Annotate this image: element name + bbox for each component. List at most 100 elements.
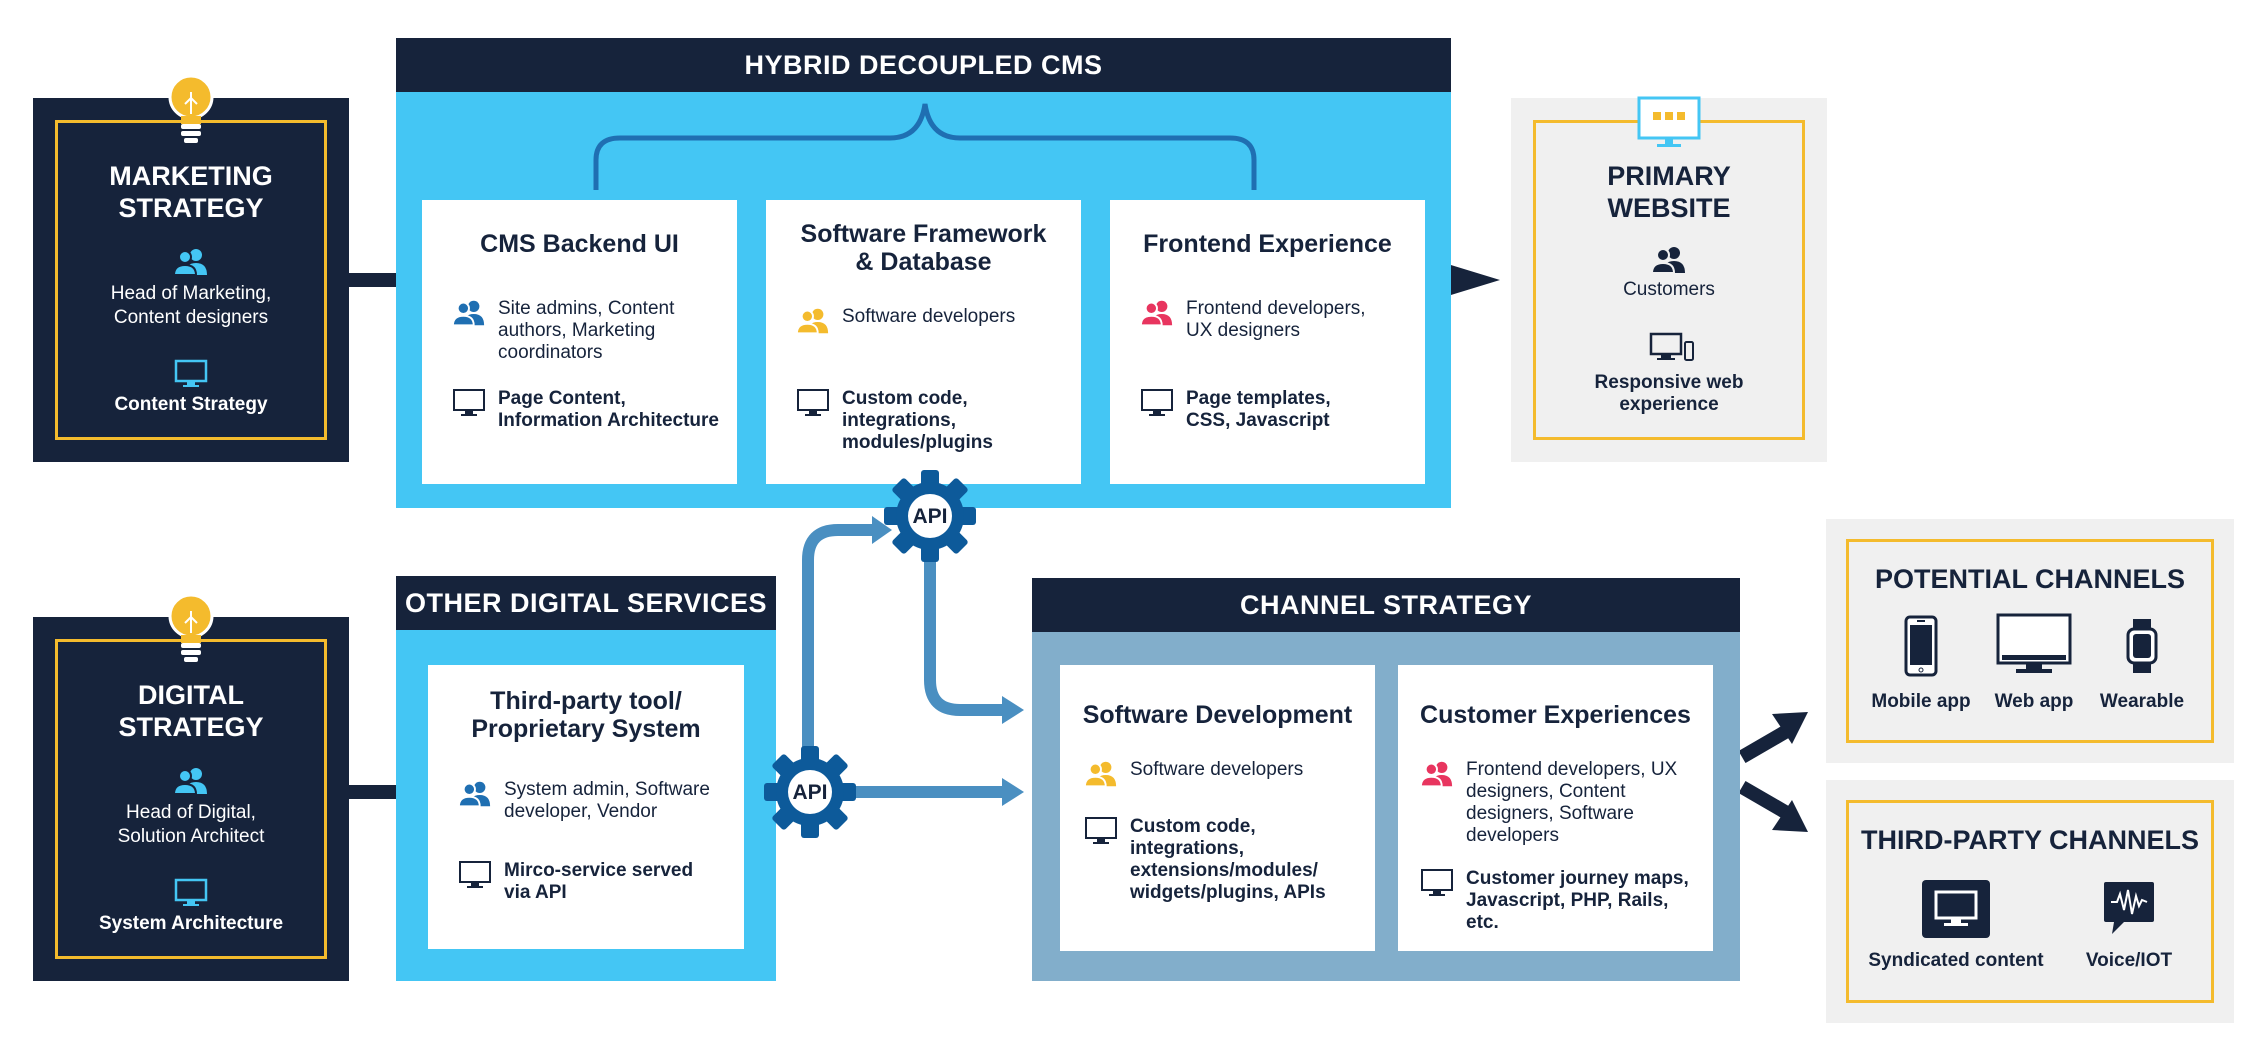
card-people-row: System admin, Software developer, Vendor xyxy=(457,779,728,823)
primary-website-panel: PRIMARY WEBSITE Customers Responsive web… xyxy=(1511,98,1827,462)
monitor-icon xyxy=(1421,869,1453,896)
people-icon xyxy=(1650,247,1685,274)
third-party-tool-card: Third-party tool/ Proprietary System Sys… xyxy=(428,665,744,949)
api-label: API xyxy=(792,781,828,804)
channel-strategy-title: CHANNEL STRATEGY xyxy=(1032,578,1740,632)
marketing-strategy-title: MARKETING STRATEGY xyxy=(109,161,273,223)
card-people-text: Frontend developers, UX designers xyxy=(1186,298,1366,341)
channel-arrow-up-line xyxy=(1738,721,1796,764)
frontend-experience-card: Frontend Experience Frontend developers,… xyxy=(1110,200,1425,484)
card-people-row: Site admins, Content authors, Marketing … xyxy=(451,298,722,364)
gear-icon xyxy=(884,470,976,562)
card-people-text: Site admins, Content authors, Marketing … xyxy=(498,298,675,363)
card-people-row: Software developers xyxy=(1083,759,1364,789)
monitor-icon xyxy=(459,861,491,888)
potential-channel-label: Mobile app xyxy=(1871,691,1971,712)
card-deliverable-text: Mirco-service served via API xyxy=(504,860,694,903)
grouping-brace xyxy=(593,103,1257,190)
voice-icon xyxy=(2104,882,2154,934)
software-framework-card: Software Framework & Database Software d… xyxy=(766,200,1081,484)
card-people-row: Frontend developers, UX designers, Conte… xyxy=(1419,759,1705,847)
card-deliverable-text: Page Content, Information Architecture xyxy=(498,388,719,431)
potential-channels-panel: POTENTIAL CHANNELS Mobile app Web app We… xyxy=(1826,519,2234,763)
card-deliverable-text: Customer journey maps, Javascript, PHP, … xyxy=(1466,868,1689,933)
card-people-text: Frontend developers, UX designers, Conte… xyxy=(1466,759,1678,846)
card-title: Customer Experiences xyxy=(1420,701,1691,729)
people-icon xyxy=(451,300,485,327)
marketing-strategy-focus: Content Strategy xyxy=(114,394,268,415)
card-people-row: Software developers xyxy=(795,306,1066,336)
marketing-strategy-people: Head of Marketing, Content designers xyxy=(110,283,272,328)
potential-channel-label: Wearable xyxy=(2099,691,2185,712)
third-party-channels-panel: THIRD-PARTY CHANNELS Syndicated content … xyxy=(1826,780,2234,1023)
primary-website-people: Customers xyxy=(1623,279,1715,300)
card-deliverable-row: Page templates, CSS, Javascript xyxy=(1140,388,1410,432)
channel-arrow-up-head xyxy=(1772,712,1808,744)
hybrid-cms-title: HYBRID DECOUPLED CMS xyxy=(396,38,1451,92)
card-people-text: System admin, Software developer, Vendor xyxy=(504,779,710,822)
card-title: CMS Backend UI xyxy=(480,230,679,258)
api-gear-upper: API xyxy=(884,470,976,562)
card-deliverable-text: Custom code, integrations, modules/plugi… xyxy=(842,388,993,453)
api-flow-down-arrow xyxy=(1002,696,1024,724)
card-deliverable-text: Custom code, integrations, extensions/mo… xyxy=(1130,816,1326,903)
people-icon xyxy=(172,249,207,276)
api-flow-right-arrow xyxy=(1002,778,1024,806)
cms-backend-card: CMS Backend UI Site admins, Content auth… xyxy=(422,200,737,484)
card-deliverable-row: Custom code, integrations, modules/plugi… xyxy=(796,388,1066,454)
api-flow-up xyxy=(802,524,875,760)
monitor-icon xyxy=(174,359,208,387)
customer-experiences-card: Customer Experiences Frontend developers… xyxy=(1398,665,1713,951)
people-icon xyxy=(457,781,491,808)
api-label: API xyxy=(912,505,948,528)
card-title: Frontend Experience xyxy=(1143,230,1392,258)
card-deliverable-row: Custom code, integrations, extensions/mo… xyxy=(1084,816,1364,904)
gear-icon xyxy=(764,746,856,838)
channel-arrow-down-head xyxy=(1772,800,1808,832)
api-gear-lower: API xyxy=(764,746,856,838)
people-icon xyxy=(1083,761,1117,788)
primary-website-title: PRIMARY WEBSITE xyxy=(1607,161,1731,223)
monitor-icon xyxy=(174,878,208,906)
third-party-channel-label: Syndicated content xyxy=(1868,950,2044,971)
card-people-text: Software developers xyxy=(1130,759,1304,780)
potential-channels-title: POTENTIAL CHANNELS xyxy=(1874,564,2185,594)
card-title: Third-party tool/ Proprietary System xyxy=(471,687,701,743)
potential-channels-frame xyxy=(1846,539,2214,743)
lightbulb-icon xyxy=(168,74,214,143)
card-deliverable-row: Customer journey maps, Javascript, PHP, … xyxy=(1420,868,1705,934)
watch-icon xyxy=(2126,619,2158,673)
marketing-strategy-panel: MARKETING STRATEGY Head of Marketing, Co… xyxy=(33,98,349,462)
digital-strategy-people: Head of Digital, Solution Architect xyxy=(117,802,265,847)
api-flow-up-arrow xyxy=(872,516,892,544)
digital-strategy-title: DIGITAL STRATEGY xyxy=(118,680,264,742)
other-digital-services-title: OTHER DIGITAL SERVICES xyxy=(396,576,776,630)
card-title: Software Framework & Database xyxy=(800,220,1047,276)
potential-channel-label: Web app xyxy=(1994,691,2074,712)
primary-website-experience: Responsive web experience xyxy=(1594,372,1744,415)
third-party-channels-frame xyxy=(1846,800,2214,1003)
third-party-channels-title: THIRD-PARTY CHANNELS xyxy=(1860,825,2199,855)
monitor-icon xyxy=(1141,389,1173,416)
monitor-icon xyxy=(797,389,829,416)
monitor-icon xyxy=(1085,817,1117,844)
lightbulb-icon xyxy=(168,593,214,662)
monitor-icon xyxy=(453,389,485,416)
card-deliverable-row: Mirco-service served via API xyxy=(458,860,728,904)
digital-strategy-panel: DIGITAL STRATEGY Head of Digital, Soluti… xyxy=(33,617,349,981)
card-people-row: Frontend developers, UX designers xyxy=(1139,298,1410,342)
software-development-card: Software Development Software developers… xyxy=(1060,665,1375,951)
third-party-channel-label: Voice/IOT xyxy=(2085,950,2173,971)
digital-strategy-focus: System Architecture xyxy=(98,913,284,934)
card-deliverable-row: Page Content, Information Architecture xyxy=(452,388,722,432)
card-title: Software Development xyxy=(1082,701,1353,729)
people-icon xyxy=(795,308,829,335)
people-icon xyxy=(1419,761,1453,788)
people-icon xyxy=(1139,300,1173,327)
channel-arrow-down-line xyxy=(1738,780,1796,823)
syndicated-monitor-icon xyxy=(1922,880,1990,938)
mobile-icon xyxy=(1904,615,1938,677)
devices-icon xyxy=(1649,332,1694,361)
card-people-text: Software developers xyxy=(842,306,1016,327)
desktop-icon xyxy=(1996,613,2072,673)
